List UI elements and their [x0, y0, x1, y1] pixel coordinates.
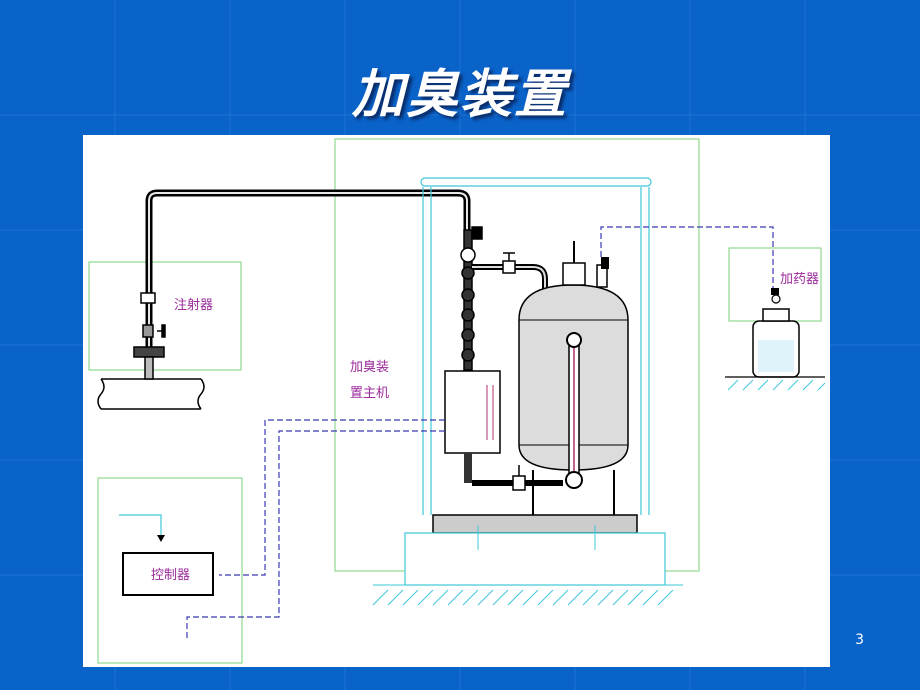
controller-label: 控制器 [151, 568, 191, 583]
signal-lines [186, 226, 774, 640]
concrete-foundation [404, 532, 666, 586]
controller-frame [97, 477, 243, 664]
main-unit-label-line1: 加臭装 [350, 360, 390, 375]
ground-hatch [372, 584, 683, 606]
injection-line [145, 189, 471, 363]
metering-pump [444, 370, 501, 454]
main-unit-frame [334, 138, 700, 572]
base-frame [432, 514, 638, 534]
injector-valve [133, 292, 166, 380]
gas-main-pipe [97, 378, 205, 410]
dosing-bottle [725, 288, 826, 391]
odorant-tank [518, 241, 629, 515]
odorant-line [460, 226, 483, 371]
controller-box [122, 552, 214, 596]
main-unit-label-line2: 置主机 [350, 386, 390, 401]
controller-input [119, 514, 162, 535]
dosing-device-label: 加药器 [780, 272, 820, 287]
injector-label: 注射器 [174, 298, 214, 313]
slide-title: 加臭装置 [351, 64, 568, 125]
cabinet-outline [420, 177, 652, 515]
injector-frame [88, 261, 242, 371]
odorizer-diagram: 注射器 加臭装 置主机 加药器 控制器 [83, 135, 830, 667]
page-number: 3 [855, 632, 864, 648]
